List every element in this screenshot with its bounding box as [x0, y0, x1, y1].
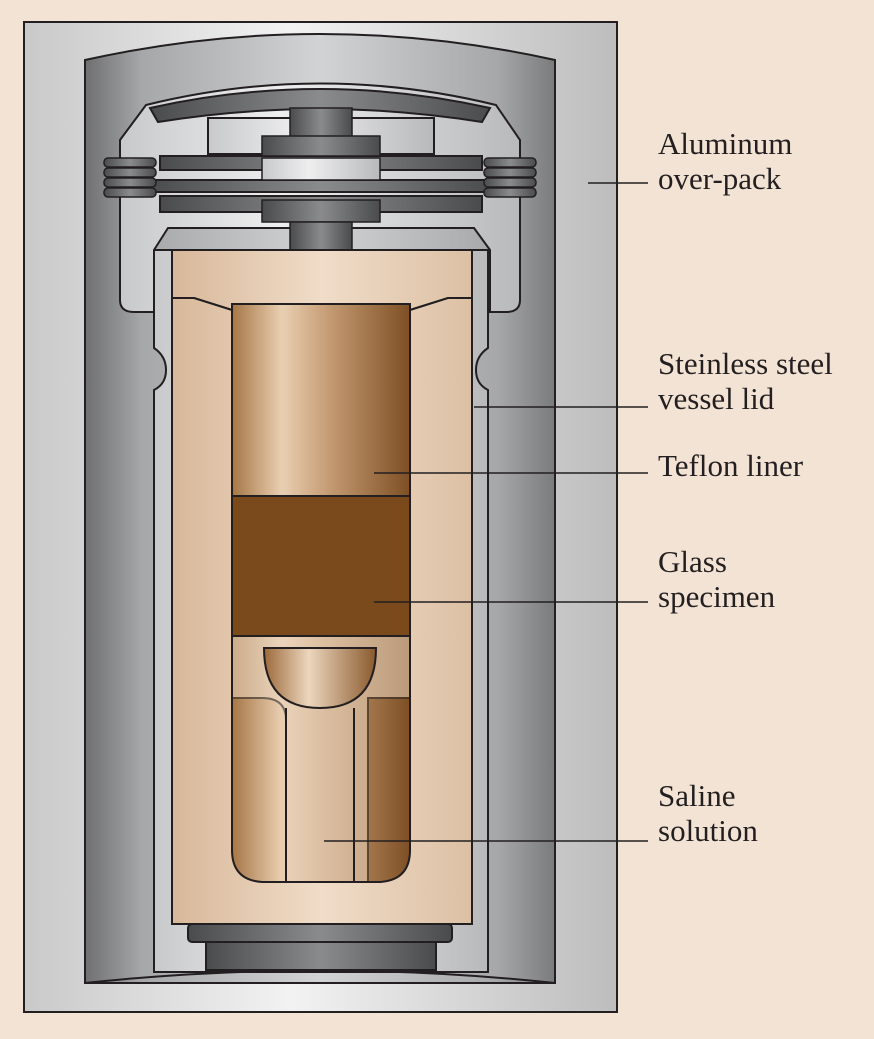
label-line: Saline [658, 778, 736, 813]
label-teflon-liner: Teflon liner [658, 448, 803, 483]
label-saline-solution: Saline solution [658, 778, 758, 848]
label-line: specimen [658, 579, 776, 614]
saline-solution [231, 635, 411, 883]
label-line: vessel lid [658, 381, 775, 416]
label-vessel-lid: Steinless steel vessel lid [658, 346, 833, 416]
label-line: over-pack [658, 161, 782, 196]
label-line: Aluminum [658, 126, 793, 161]
label-line: solution [658, 813, 758, 848]
liner-cavity [231, 303, 411, 497]
label-glass-specimen: Glass specimen [658, 544, 775, 614]
label-aluminum-over-pack: Aluminum over-pack [658, 126, 792, 196]
label-line: Glass [658, 544, 727, 579]
leader-lines [324, 182, 648, 842]
label-line: Steinless steel [658, 346, 833, 381]
steel-vessel-lid [119, 82, 521, 313]
lid-threads [103, 157, 537, 198]
center-bolt [261, 107, 381, 251]
glass-specimen [231, 495, 411, 637]
label-line: Teflon liner [658, 448, 804, 483]
bottom-plug [187, 923, 453, 971]
